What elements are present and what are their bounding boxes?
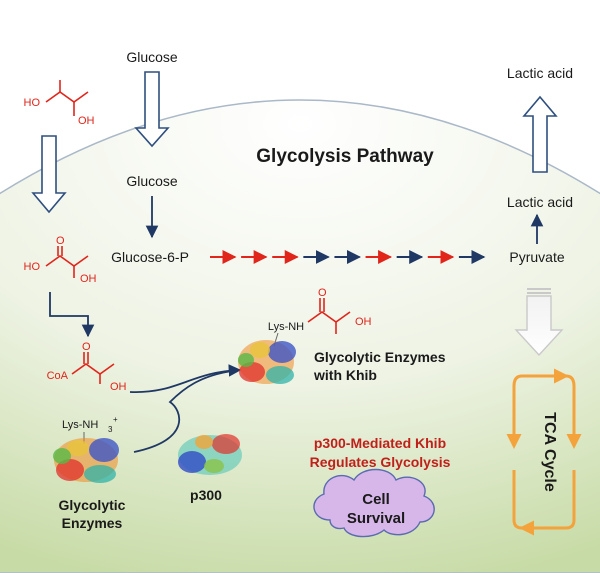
node-cell-survival-line1: Cell xyxy=(362,491,390,508)
white-arrow-to-tca xyxy=(514,288,564,357)
chem-label: OH xyxy=(355,316,372,328)
chem-label: + xyxy=(113,415,118,424)
diagram-title: Glycolysis Pathway xyxy=(256,146,434,167)
chem-label: Lys-NH xyxy=(268,321,304,333)
node-glucose-inside: Glucose xyxy=(126,173,178,189)
hiba-coa-molecule: O CoA OH xyxy=(47,341,127,393)
chem-label: O xyxy=(56,235,65,247)
chem-label: O xyxy=(318,287,327,299)
hiba-molecule-inside: O HO OH xyxy=(24,235,97,285)
caption-line1: p300-Mediated Khib xyxy=(314,435,446,451)
chem-label: OH xyxy=(80,273,97,285)
hiba-molecule-outside: HO OH xyxy=(24,80,95,127)
chem-label: HO xyxy=(24,97,41,109)
chem-label: OH xyxy=(110,381,127,393)
node-khib-enzymes-line1: Glycolytic Enzymes xyxy=(314,349,446,365)
arrow-hiba-to-coa xyxy=(49,292,95,338)
protein-p300 xyxy=(178,434,242,475)
caption-line2: Regulates Glycolysis xyxy=(310,454,451,470)
node-pyruvate: Pyruvate xyxy=(509,249,564,265)
chem-label: HO xyxy=(24,261,41,273)
node-lactic-acid-inside: Lactic acid xyxy=(507,194,573,210)
chem-label: O xyxy=(82,341,91,353)
hollow-arrow-hiba-import xyxy=(31,135,67,214)
hollow-arrow-glucose-import xyxy=(134,71,170,148)
chem-label: 3 xyxy=(108,425,113,434)
node-glucose-outside: Glucose xyxy=(126,49,178,65)
protein-glycolytic-enzymes xyxy=(53,438,119,483)
lys-khib-group: Lys-NH O OH xyxy=(268,287,372,347)
node-cell-survival-line2: Survival xyxy=(347,510,405,527)
node-glycolytic-enzymes-line2: Enzymes xyxy=(62,515,123,531)
node-glycolytic-enzymes-line1: Glycolytic xyxy=(59,497,126,513)
node-khib-enzymes-line2: with Khib xyxy=(313,367,377,383)
protein-khib-enzymes xyxy=(238,340,296,384)
cell-survival-cloud xyxy=(313,468,435,538)
chem-label: CoA xyxy=(47,370,69,382)
arrow-enzymes-to-khib-enzymes xyxy=(133,369,241,453)
node-tca-cycle: TCA Cycle xyxy=(541,412,558,492)
node-glucose-6-p: Glucose-6-P xyxy=(111,249,189,265)
node-lactic-acid-outside: Lactic acid xyxy=(507,65,573,81)
tca-cycle: TCA Cycle xyxy=(506,368,582,536)
chem-label: Lys-NH xyxy=(62,419,98,431)
chem-label: OH xyxy=(78,115,95,127)
node-p300: p300 xyxy=(190,487,222,503)
hollow-arrow-lactate-export xyxy=(522,95,558,173)
